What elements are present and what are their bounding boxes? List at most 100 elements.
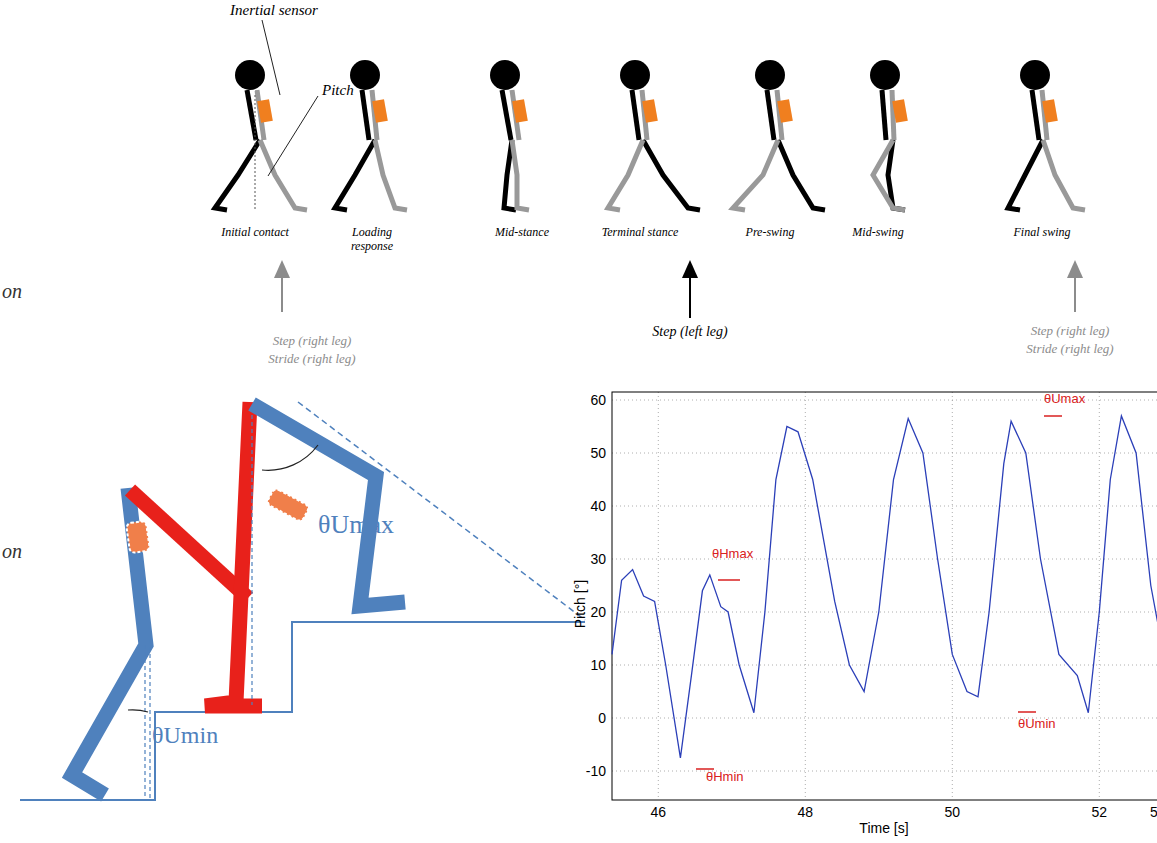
head	[490, 60, 520, 90]
extremum-markers	[696, 416, 1062, 769]
tick-label: 52	[1092, 804, 1108, 820]
leg	[1043, 140, 1085, 210]
head	[755, 60, 785, 90]
inertial-sensor	[1042, 99, 1058, 123]
leg	[375, 140, 407, 210]
angle-arc	[262, 445, 318, 470]
inertial-sensor	[126, 521, 150, 553]
inertial-sensor	[892, 99, 908, 123]
phase-label: Mid-stance	[495, 226, 549, 240]
vertical-reference	[144, 645, 145, 800]
event-label: Stride (right leg)	[268, 352, 355, 367]
step-arrow	[281, 268, 283, 312]
tick-label: -10	[586, 763, 606, 779]
leg	[778, 140, 825, 210]
leg	[335, 140, 375, 210]
leg	[215, 140, 260, 210]
inertial-sensor	[266, 488, 310, 523]
tick-label: 0	[598, 710, 606, 726]
event-label: Step (right leg)	[273, 334, 352, 349]
extremum-label: θUmin	[1018, 717, 1056, 732]
inertial-sensor	[777, 99, 793, 123]
phase-label: Terminal stance	[602, 226, 679, 240]
trunk	[892, 90, 894, 140]
inertial-sensor	[642, 99, 658, 123]
inertial-sensor	[257, 99, 273, 123]
trunk	[882, 90, 886, 140]
leg	[873, 140, 905, 210]
tick-label: 40	[590, 498, 606, 514]
trunk	[362, 90, 369, 140]
head	[350, 60, 380, 90]
trunk	[767, 90, 774, 140]
axis-title: Time [s]	[859, 820, 908, 836]
tick-label: 50	[945, 804, 961, 820]
leg	[512, 140, 529, 210]
grid-line	[612, 771, 1157, 772]
axis-title: Pitch [°]	[572, 580, 588, 628]
head	[235, 60, 265, 90]
step-arrow	[1074, 268, 1076, 312]
tick-label: 10	[590, 657, 606, 673]
gait-figures	[215, 60, 1085, 210]
tick-label: 50	[590, 445, 606, 461]
grid-line	[612, 453, 1157, 454]
trunk	[1032, 90, 1039, 140]
chart-frame	[612, 392, 1157, 800]
extremum-label: θHmax	[712, 547, 753, 562]
trunk	[632, 90, 639, 140]
leader-line	[262, 20, 280, 95]
cut-text: on	[2, 280, 22, 303]
blue-leg	[252, 404, 405, 606]
grid-line	[952, 392, 953, 800]
angle-arc	[128, 710, 148, 712]
phase-label: Mid-swing	[852, 226, 903, 240]
trunk	[502, 90, 511, 140]
inertial-sensor	[512, 99, 528, 123]
red-leg	[205, 402, 262, 706]
angle-label: Pitch	[322, 82, 354, 99]
sensor-label: Inertial sensor	[230, 2, 318, 19]
extremum-label: θHmin	[706, 770, 744, 785]
pitch-curve	[612, 411, 1157, 758]
grid-line	[612, 665, 1157, 666]
grid-line	[658, 392, 659, 800]
head	[1020, 60, 1050, 90]
head	[620, 60, 650, 90]
leader-line	[268, 96, 318, 176]
phase-label: Loading response	[337, 226, 407, 254]
tick-label: 46	[651, 804, 667, 820]
angle-label: θUmin	[152, 722, 218, 750]
vertical-reference	[149, 640, 150, 800]
grid-line	[612, 718, 1157, 719]
grid-line	[612, 612, 1157, 613]
vertical-reference	[251, 408, 252, 705]
tick-label: 5	[1150, 804, 1157, 820]
tick-label: 48	[798, 804, 814, 820]
phase-label: Initial contact	[221, 226, 289, 240]
leg	[643, 140, 700, 210]
cut-text: on	[2, 540, 22, 563]
head	[870, 60, 900, 90]
chart-grid	[612, 392, 1157, 800]
extremum-label: θUmax	[1044, 392, 1085, 407]
event-label: Step (right leg)	[1031, 324, 1110, 339]
vertical-reference	[255, 95, 256, 210]
grid-line	[612, 506, 1157, 507]
event-label: Step (left leg)	[652, 324, 727, 340]
phase-label: Pre-swing	[746, 226, 795, 240]
angle-label: θUmax	[318, 510, 394, 540]
dashed-reference	[298, 402, 585, 620]
inertial-sensor	[372, 99, 388, 123]
leg	[1008, 140, 1043, 210]
tick-label: 30	[590, 551, 606, 567]
grid-line	[1099, 392, 1100, 800]
tick-label: 60	[590, 392, 606, 408]
step-arrow	[689, 268, 691, 318]
leg	[608, 140, 643, 210]
phase-label: Final swing	[1013, 226, 1070, 240]
leg	[733, 140, 778, 210]
event-label: Stride (right leg)	[1026, 342, 1113, 357]
tick-label: 20	[590, 604, 606, 620]
